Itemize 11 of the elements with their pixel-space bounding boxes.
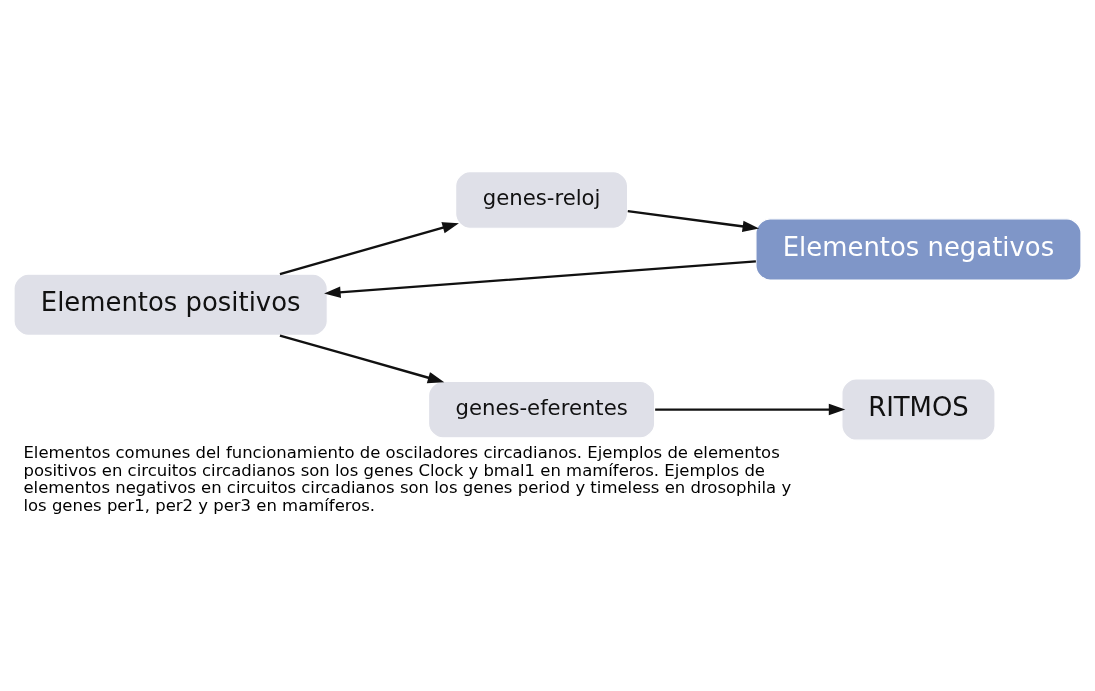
node-box: RITMOS	[841, 377, 996, 441]
node-box: genes-reloj	[455, 170, 629, 229]
arrow	[279, 221, 459, 275]
node-box: genes-eferentes	[427, 380, 656, 438]
arrow	[324, 259, 756, 298]
arrow	[279, 333, 445, 383]
node-box: Elementos negativos	[755, 217, 1082, 281]
arrow	[627, 209, 760, 232]
caption: Elementos comunes del funcionamiento de osciladores circadianos. Ejemplos de elementos positivos en circuitos circadianos son los genes Clock y bmal1 en mamíferos. Ejemplos de elementos negativos en circuitos circadianos son los genes period y timeless en drosophila y los genes per1, per2 y per3 en mamíferos.	[23, 442, 792, 515]
node-box: Elementos positivos	[13, 273, 328, 336]
arrow	[655, 403, 846, 415]
